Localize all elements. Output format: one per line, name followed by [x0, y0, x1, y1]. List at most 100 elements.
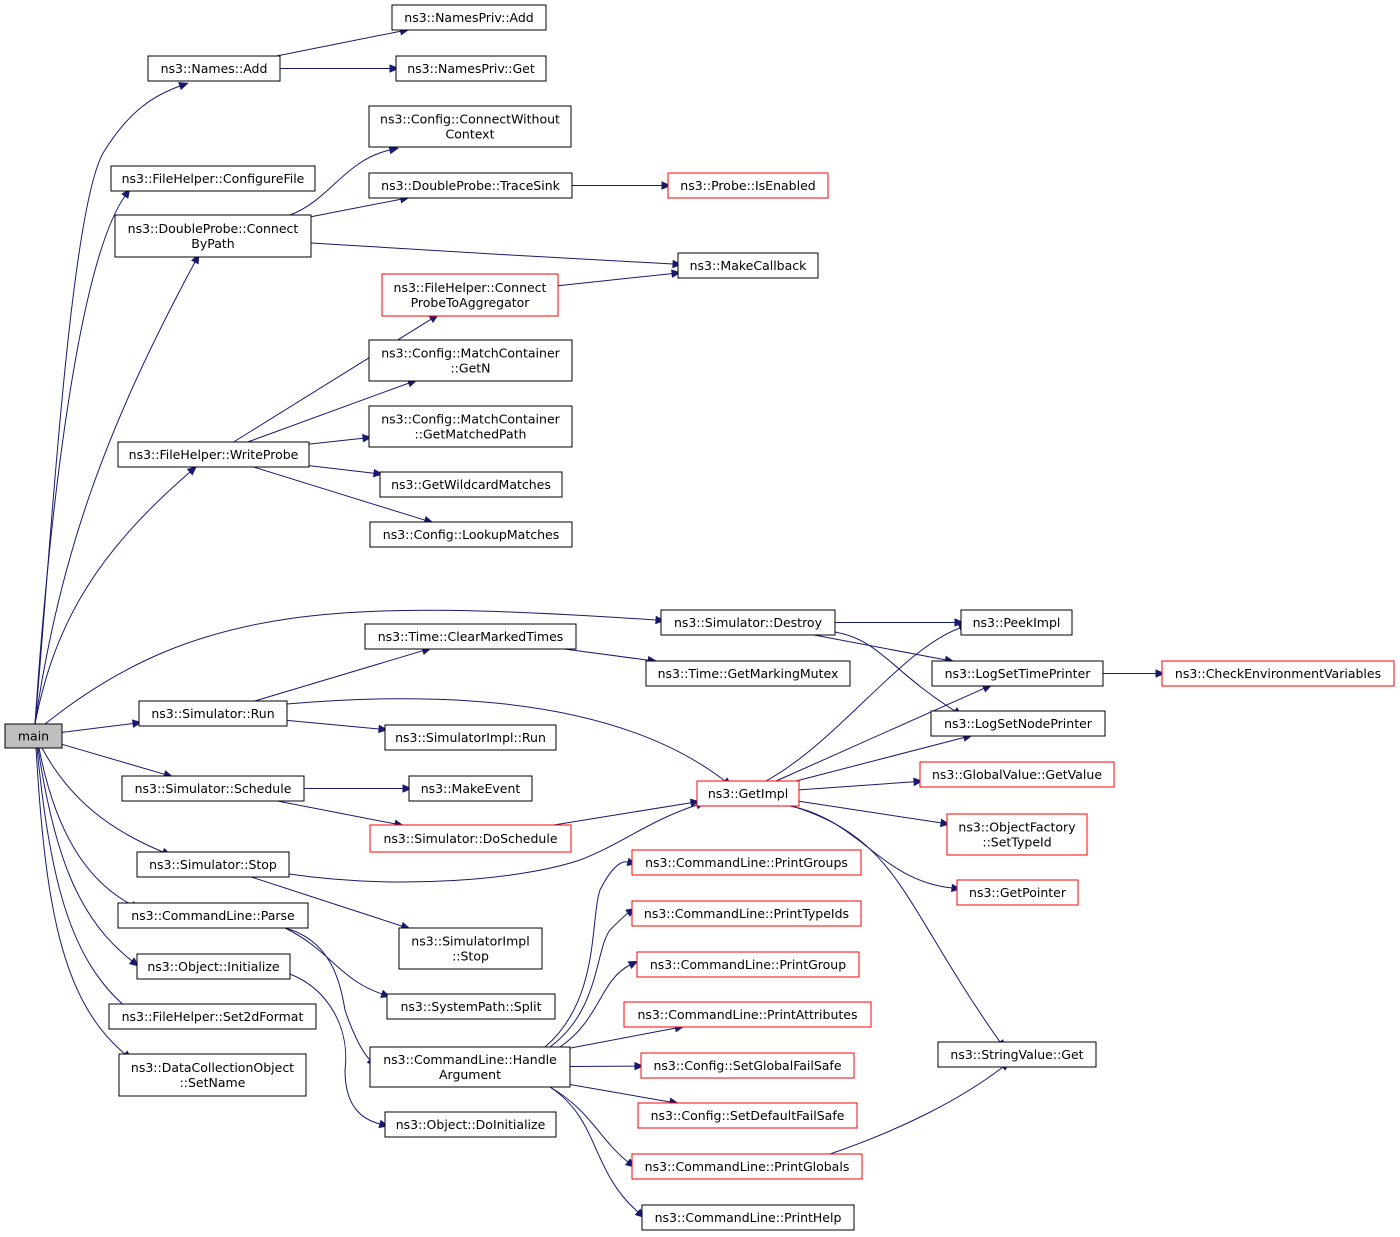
- node-commandline-printgroup[interactable]: ns3::CommandLine::PrintGroup: [636, 951, 860, 978]
- node-simulator-doschedule[interactable]: ns3::Simulator::DoSchedule: [369, 824, 572, 853]
- node-label: ns3::GlobalValue::GetValue: [932, 767, 1102, 782]
- edge-line: [276, 30, 401, 57]
- node-object-doinitialize[interactable]: ns3::Object::DoInitialize: [384, 1111, 557, 1138]
- node-simulator-schedule[interactable]: ns3::Simulator::Schedule: [121, 775, 305, 802]
- node-checkenvironmentvariables[interactable]: ns3::CheckEnvironmentVariables: [1161, 660, 1395, 687]
- node-box: [631, 849, 862, 876]
- node-commandline-printglobals[interactable]: ns3::CommandLine::PrintGlobals: [631, 1153, 863, 1180]
- node-object-initialize[interactable]: ns3::Object::Initialize: [136, 953, 291, 980]
- node-namespriv-add[interactable]: ns3::NamesPriv::Add: [391, 4, 547, 31]
- node-label: ns3::Simulator::Schedule: [135, 781, 292, 796]
- node-box: [108, 1003, 317, 1030]
- node-probe-isenabled[interactable]: ns3::Probe::IsEnabled: [667, 172, 829, 199]
- node-simulator-destroy[interactable]: ns3::Simulator::Destroy: [660, 609, 836, 636]
- node-label: ns3::Config::SetDefaultFailSafe: [651, 1108, 845, 1123]
- node-label: ns3::DataCollectionObject: [131, 1060, 294, 1075]
- edge-line: [61, 743, 165, 775]
- node-filehelper-configurefile[interactable]: ns3::FileHelper::ConfigureFile: [110, 165, 316, 192]
- node-time-clearmarkedtimes[interactable]: ns3::Time::ClearMarkedTimes: [364, 623, 577, 650]
- node-stringvalue-get[interactable]: ns3::StringValue::Get: [937, 1041, 1097, 1068]
- node-config-setdefaultfailsafe[interactable]: ns3::Config::SetDefaultFailSafe: [637, 1102, 858, 1129]
- edge-line: [798, 800, 942, 824]
- node-label: ns3::SimulatorImpl::Run: [395, 730, 546, 745]
- node-config-setglobalfailsafe[interactable]: ns3::Config::SetGlobalFailSafe: [640, 1052, 855, 1079]
- arrowhead: [389, 64, 400, 73]
- node-main[interactable]: main: [4, 723, 63, 749]
- node-simulatorimpl-stop[interactable]: ns3::SimulatorImpl::Stop: [398, 927, 543, 970]
- node-filehelper-set2dformat[interactable]: ns3::FileHelper::Set2dFormat: [108, 1003, 317, 1030]
- node-simulator-run[interactable]: ns3::Simulator::Run: [138, 700, 288, 727]
- edge-line: [557, 273, 673, 287]
- edge-time_clearmarkedtimes-to-time_getmarkingmutex: [564, 648, 658, 665]
- node-getwildcardmatches[interactable]: ns3::GetWildcardMatches: [379, 471, 563, 498]
- node-lognodeprinter[interactable]: ns3::LogSetNodePrinter: [930, 710, 1106, 737]
- node-box: [637, 1102, 858, 1129]
- edge-simulator_run-to-time_clearmarkedtimes: [254, 646, 432, 702]
- arrowhead: [951, 883, 962, 893]
- node-label: ns3::Config::MatchContainer: [381, 412, 560, 427]
- edge-main-to-doubleprobe_connectbypath: [34, 253, 200, 725]
- node-box: [368, 405, 573, 448]
- node-label: ns3::MakeEvent: [421, 781, 521, 796]
- node-box: [4, 723, 63, 749]
- node-config-matchcontainer-getmatchedpath[interactable]: ns3::Config::MatchContainer::GetMatchedP…: [368, 405, 573, 448]
- node-makecallback[interactable]: ns3::MakeCallback: [677, 252, 819, 279]
- node-commandline-printgroups[interactable]: ns3::CommandLine::PrintGroups: [631, 849, 862, 876]
- node-config-matchcontainer-getn[interactable]: ns3::Config::MatchContainer::GetN: [368, 339, 573, 382]
- node-label: ns3::Simulator::Destroy: [674, 615, 823, 630]
- node-filehelper-connectprobetoaggregator[interactable]: ns3::FileHelper::ConnectProbeToAggregato…: [381, 273, 559, 317]
- node-label: ns3::CommandLine::PrintGroup: [650, 957, 846, 972]
- edge-main-to-simulator_stop: [41, 747, 172, 856]
- node-doubleprobe-tracesink[interactable]: ns3::DoubleProbe::TraceSink: [368, 172, 573, 199]
- node-box: [677, 252, 819, 279]
- edge-main-to-simulator_schedule: [61, 743, 174, 779]
- edge-simulator_destroy-to-peekimpl: [835, 618, 965, 627]
- node-getimpl[interactable]: ns3::GetImpl: [696, 780, 800, 807]
- node-time-getmarkingmutex[interactable]: ns3::Time::GetMarkingMutex: [645, 660, 851, 687]
- edge-getimpl-to-objectfactory_settypeid: [798, 800, 951, 828]
- node-simulator-stop[interactable]: ns3::Simulator::Stop: [136, 851, 290, 878]
- node-box: [384, 724, 557, 751]
- node-peekimpl[interactable]: ns3::PeekImpl: [960, 609, 1073, 636]
- edge-main-to-filehelper_writeprobe: [34, 465, 197, 725]
- node-box: [369, 1046, 571, 1088]
- node-box: [147, 55, 281, 82]
- node-getpointer[interactable]: ns3::GetPointer: [956, 879, 1079, 906]
- arrowhead: [186, 465, 197, 476]
- node-label: ns3::CommandLine::PrintTypeIds: [644, 906, 849, 921]
- node-commandline-printhelp[interactable]: ns3::CommandLine::PrintHelp: [641, 1204, 855, 1231]
- node-datacollectionobject-setname[interactable]: ns3::DataCollectionObject::SetName: [118, 1053, 307, 1097]
- node-simulatorimpl-run[interactable]: ns3::SimulatorImpl::Run: [384, 724, 557, 751]
- edge-line: [791, 805, 1001, 1043]
- edge-commandline_handleargument-to-commandline_printhelp: [549, 1086, 645, 1219]
- node-box: [641, 1204, 855, 1231]
- edge-line: [289, 973, 381, 1125]
- node-box: [136, 851, 290, 878]
- node-config-lookupmatches[interactable]: ns3::Config::LookupMatches: [369, 521, 573, 548]
- node-names-add[interactable]: ns3::Names::Add: [147, 55, 281, 82]
- node-globalvalue-getvalue[interactable]: ns3::GlobalValue::GetValue: [919, 761, 1115, 788]
- node-systempath-split[interactable]: ns3::SystemPath::Split: [386, 993, 556, 1020]
- node-commandline-parse[interactable]: ns3::CommandLine::Parse: [117, 902, 309, 929]
- edge-line: [765, 627, 961, 782]
- node-label: ns3::CheckEnvironmentVariables: [1175, 666, 1381, 681]
- node-objectfactory-settypeid[interactable]: ns3::ObjectFactory::SetTypeId: [946, 813, 1088, 856]
- edge-line: [564, 648, 649, 661]
- node-label: ns3::MakeCallback: [690, 258, 808, 273]
- node-label: ns3::SimulatorImpl: [411, 934, 529, 949]
- node-namespriv-get[interactable]: ns3::NamesPriv::Get: [395, 55, 547, 82]
- edge-line: [308, 465, 375, 474]
- node-commandline-printtypeids[interactable]: ns3::CommandLine::PrintTypeIds: [631, 900, 862, 927]
- node-box: [919, 761, 1115, 788]
- arrowhead: [661, 181, 672, 190]
- node-commandline-printattributes[interactable]: ns3::CommandLine::PrintAttributes: [623, 1001, 872, 1028]
- edge-line: [38, 747, 133, 906]
- node-makeevent[interactable]: ns3::MakeEvent: [408, 775, 533, 802]
- node-label: ns3::SystemPath::Split: [400, 999, 541, 1014]
- arrowhead: [362, 434, 373, 443]
- node-filehelper-writeprobe[interactable]: ns3::FileHelper::WriteProbe: [117, 441, 310, 468]
- node-logsettimeprinter[interactable]: ns3::LogSetTimePrinter: [931, 660, 1104, 687]
